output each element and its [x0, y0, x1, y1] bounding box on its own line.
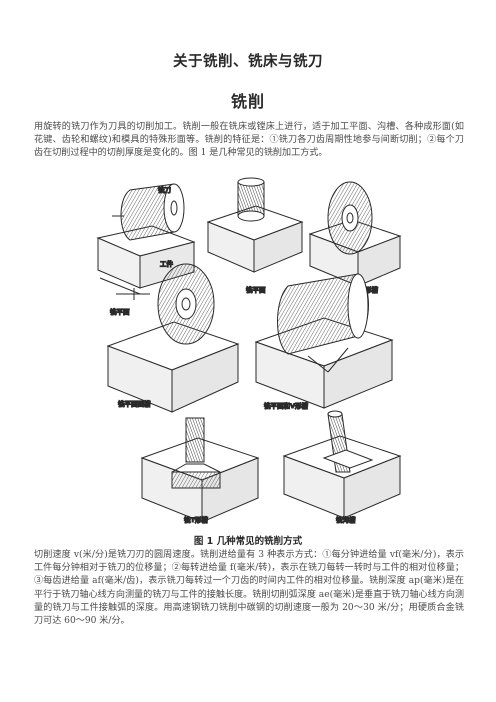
body-paragraph: 切削速度 v(米/分)是铣刀刃的圆周速度。铣削进给量有 3 种表示方式：①每分钟… [34, 550, 465, 627]
section-heading: 铣削 [230, 92, 265, 111]
sketch-slot-milling [308, 181, 402, 287]
sketch-t-slot [140, 417, 260, 523]
sketch-round-slot [106, 263, 240, 413]
sketch-v-groove [254, 273, 394, 409]
sketch-face-milling [206, 177, 304, 273]
document-title: 关于铣削、铣床与铣刀 [173, 54, 323, 70]
figure-caption: 图 1 几种常见的铣削方式 [193, 536, 303, 547]
sketch-groove-milling [282, 410, 402, 519]
intro-paragraph: 用旋转的铣刀作为刀具的切削加工。铣削一般在铣床或镗床上进行，适于加工平面、沟槽、… [34, 122, 464, 159]
label-sketch-7: 铣沟槽 [336, 515, 356, 524]
label-cutter: 铣刀 [158, 185, 172, 194]
label-sketch-4: 铣平面圆槽 [118, 399, 151, 408]
label-sketch-2: 铣平面 [246, 285, 266, 294]
sketch-plain-milling [96, 183, 196, 300]
label-sketch-6: 铣T形槽 [184, 515, 208, 524]
milling-figure: 铣刀 工件 铣平面 铣平面 [88, 176, 406, 526]
label-workpiece: 工件 [160, 259, 174, 268]
label-sketch-1: 铣平面 [110, 307, 130, 316]
label-sketch-5: 铣平面和V形槽 [264, 401, 309, 410]
